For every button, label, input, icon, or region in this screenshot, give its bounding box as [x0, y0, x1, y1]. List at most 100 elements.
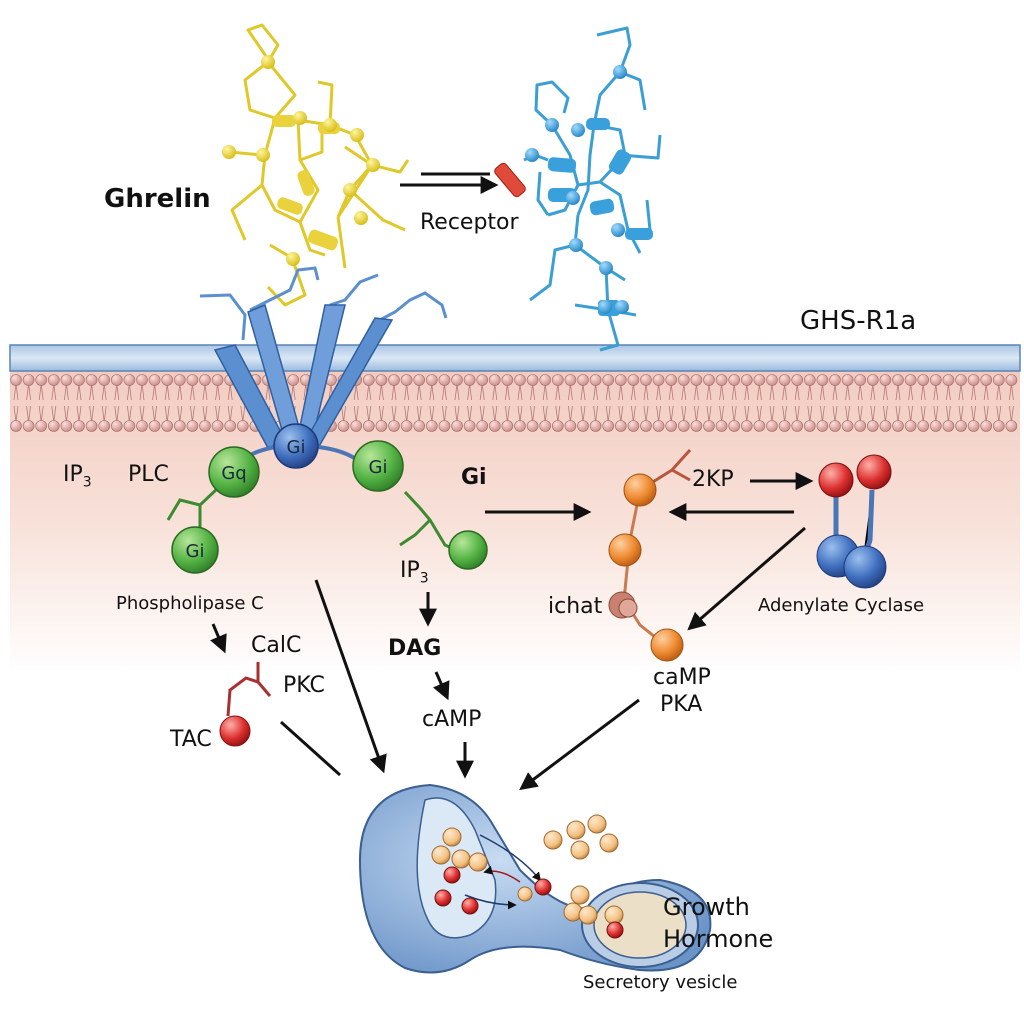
orange-chain: [608, 448, 692, 662]
phospholipase-c-label: Phospholipase C: [116, 593, 264, 614]
lipid-tail: [164, 383, 170, 423]
right-pathway-arrows: [485, 472, 814, 791]
g-protein-central-label: Gi: [287, 437, 306, 458]
lipid-head: [879, 374, 892, 386]
lipid-head: [47, 374, 60, 386]
green-effector-ball: [448, 530, 488, 570]
cytoplasm: [10, 345, 1020, 675]
g-protein-gq: Gq: [208, 446, 260, 498]
lipid-head: [627, 374, 640, 386]
lipid-tail: [832, 383, 838, 423]
lipid-tail: [542, 383, 548, 423]
lipid-tail: [656, 383, 661, 423]
receptor-bonds: [547, 118, 653, 316]
lipid-head: [388, 374, 400, 386]
lipid-head: [803, 420, 816, 432]
lipid-head: [665, 374, 678, 386]
lipid-head: [955, 374, 967, 386]
lipid-head: [753, 420, 766, 432]
lipid-tail: [101, 383, 107, 423]
lipid-head: [677, 374, 690, 386]
lipid-head: [514, 374, 526, 386]
lipid-tail: [643, 383, 649, 423]
ip3-left-label: IP3: [63, 462, 92, 490]
lipid-head: [501, 374, 514, 386]
lipid-head: [816, 374, 829, 386]
lipid-tail: [215, 383, 220, 423]
ghrelin-label: Ghrelin: [104, 184, 211, 214]
receptor-label: Receptor: [420, 210, 519, 235]
lipid-tail: [958, 383, 964, 423]
ip3-left-subscript: 3: [82, 474, 92, 491]
lipid-tail: [719, 383, 724, 423]
lipid-head: [199, 420, 211, 432]
lipid-tail: [555, 383, 561, 423]
lipid-head: [992, 374, 1005, 386]
tac-label: TAC: [170, 727, 212, 752]
lipid-head: [589, 374, 602, 386]
camp-middle-label: cAMP: [422, 707, 482, 732]
lipid-head: [879, 420, 892, 432]
lipid-tail: [152, 383, 157, 423]
lipid-tail: [794, 383, 800, 423]
lipid-head: [60, 420, 73, 432]
lipid-tail: [467, 383, 472, 423]
lipid-head: [35, 374, 48, 386]
lipid-tail: [971, 383, 976, 423]
lipid-tail: [694, 383, 699, 423]
lipid-head: [640, 420, 652, 432]
calc-label: CalC: [251, 633, 302, 658]
lipid-head: [287, 374, 300, 386]
lipid-tail: [227, 383, 233, 423]
lipid-head: [186, 420, 199, 432]
lipid-head: [740, 420, 753, 432]
lipid-head: [47, 420, 60, 432]
lipid-head: [438, 420, 451, 432]
lipid-head: [211, 374, 224, 386]
lipid-head: [425, 420, 438, 432]
lipid-head: [841, 420, 854, 432]
lipid-tail: [517, 383, 523, 423]
lipid-head: [10, 420, 22, 432]
lipid-tail: [391, 383, 397, 423]
lipid-tail: [883, 383, 888, 423]
lipid-tail: [807, 383, 813, 423]
lipid-head: [766, 374, 778, 386]
outer-membrane: [9, 344, 1021, 372]
lipid-head: [917, 374, 930, 386]
lipid-head: [85, 420, 98, 432]
lipid-head: [85, 374, 98, 386]
lipid-head: [778, 420, 791, 432]
lipid-head: [211, 420, 224, 432]
lipid-head: [1005, 420, 1018, 432]
lipid-tail: [265, 383, 271, 423]
lipid-head: [829, 420, 841, 432]
lipid-tail: [89, 383, 94, 423]
ip3-middle-text: IP: [400, 558, 420, 583]
lipid-head: [728, 420, 741, 432]
lipid-tail: [618, 383, 624, 423]
lipid-head: [614, 374, 627, 386]
lipid-tail: [681, 383, 687, 423]
lipid-tail: [668, 383, 674, 423]
lipid-head: [929, 420, 942, 432]
lipid-head: [917, 420, 930, 432]
lipid-tail: [51, 383, 57, 423]
lipid-tail: [202, 383, 208, 423]
lipid-tail: [114, 383, 120, 423]
binding-arrow: [400, 172, 499, 194]
lipid-tail: [908, 383, 913, 423]
ghrelin-atoms: [222, 55, 380, 266]
lipid-head: [174, 420, 186, 432]
g-protein-gi-lower: Gi: [171, 526, 219, 574]
receptor-red-helix: [494, 162, 526, 198]
lipid-tail: [492, 383, 498, 423]
lipid-tail: [895, 383, 901, 423]
ichat-label: ichat: [548, 594, 603, 619]
lipid-head: [577, 374, 589, 386]
lipid-head: [577, 420, 589, 432]
lipid-head: [652, 374, 665, 386]
lipid-head: [866, 374, 879, 386]
lipid-tail: [328, 383, 334, 423]
lipid-head: [539, 374, 552, 386]
